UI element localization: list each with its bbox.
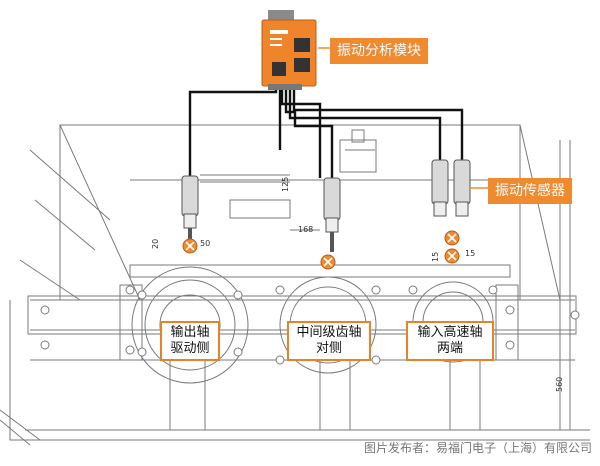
dimension-125: 125: [281, 177, 290, 192]
module-callout: 振动分析模块: [330, 38, 428, 64]
housing-outline: [0, 124, 590, 446]
position-label-intermediate-shaft: 中间级齿轴 对侧: [287, 321, 371, 361]
position-label-line: 两端: [436, 341, 463, 356]
dimension-560: 560: [555, 377, 564, 392]
dimension-labels: 20 50 168 125 15 15 560: [151, 177, 564, 392]
position-label-line: 输入高速轴: [417, 325, 483, 340]
sensor-input-shaft-a: [431, 159, 449, 217]
mount-point-marker: [444, 248, 460, 264]
sensor-output-shaft: [181, 175, 199, 240]
sensor-callout: 振动传感器: [488, 178, 572, 204]
position-label-line: 输出轴: [170, 325, 210, 340]
position-label-input-shaft: 输入高速轴 两端: [406, 321, 494, 361]
image-credit: 图片发布者：易福门电子（上海）有限公司: [363, 441, 592, 455]
vibration-analysis-module: [261, 10, 317, 90]
callout-pointers: [318, 47, 488, 189]
bolt-markers: [40, 285, 580, 365]
dimension-168: 168: [298, 225, 313, 234]
position-label-line: 对侧: [315, 341, 342, 356]
dimension-20: 20: [151, 239, 160, 249]
mount-point-marker: [320, 254, 336, 270]
position-label-output-shaft: 输出轴 驱动侧: [160, 321, 220, 361]
sensor-input-shaft-b: [453, 159, 471, 217]
mount-point-markers: [182, 230, 460, 270]
sensor-cables: [188, 84, 464, 178]
dimension-15: 15: [465, 249, 475, 258]
mount-point-marker: [444, 230, 460, 246]
position-label-line: 驱动侧: [170, 341, 210, 356]
dimension-50: 50: [200, 239, 210, 248]
sensor-intermediate-shaft: [323, 177, 341, 252]
dimension-15b: 15: [431, 252, 440, 262]
mount-point-marker: [182, 238, 198, 254]
position-label-line: 中间级齿轴: [296, 325, 362, 340]
